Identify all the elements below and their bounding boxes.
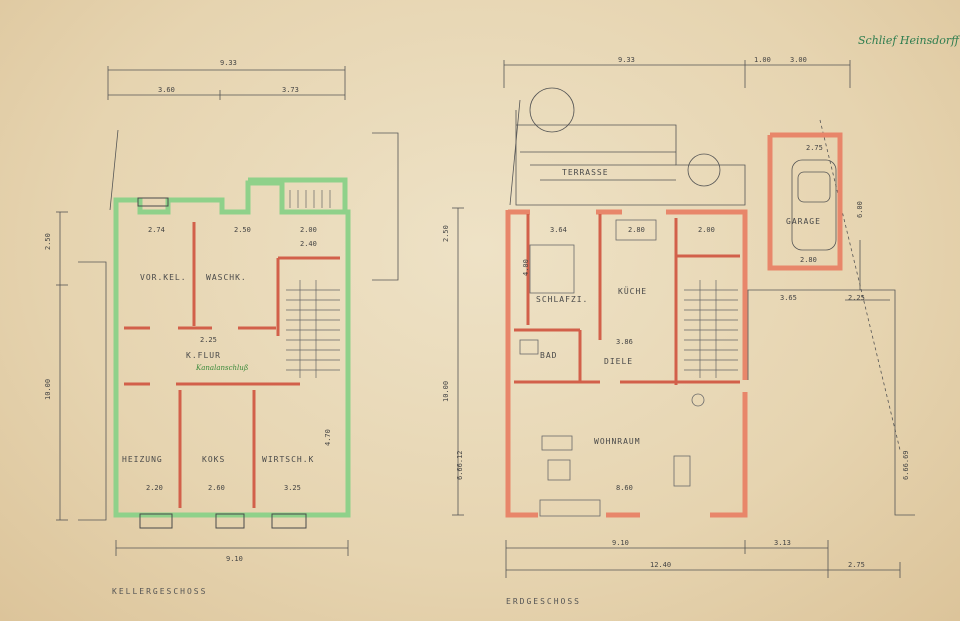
room-koks: KOKS [202, 455, 225, 464]
room-waschk: WASCHK. [206, 273, 247, 282]
dim-e-left-total: 10.00 [442, 381, 450, 402]
dim-k-top-a: 3.60 [158, 86, 175, 94]
dim-e-schlaf-w: 3.64 [550, 226, 567, 234]
room-kueche: KÜCHE [618, 286, 647, 296]
dim-k-room-w4: 2.40 [300, 240, 317, 248]
room-vor-kel: VOR.KEL. [140, 273, 187, 282]
dim-e-bottom-c: 2.75 [848, 561, 865, 569]
dim-k-flur-w: 2.25 [200, 336, 217, 344]
dim-k-top-b: 3.73 [282, 86, 299, 94]
kellergeschoss-windows [137, 197, 307, 529]
signature: Schlief Heinsdorff [858, 34, 960, 47]
room-garage: GARAGE [786, 217, 821, 226]
dim-e-bottom-a: 9.10 [612, 539, 629, 547]
kellergeschoss-plan [56, 66, 399, 556]
kellergeschoss-stairs [286, 190, 340, 378]
dim-e-right-a: 3.65 [780, 294, 797, 302]
dim-e-wohn-w: 8.60 [616, 484, 633, 492]
erdgeschoss-walls [505, 132, 843, 518]
dim-e-kueche-w: 2.80 [628, 226, 645, 234]
dim-k-left-total: 10.00 [44, 379, 52, 400]
title-erdgeschoss: ERDGESCHOSS [506, 597, 581, 606]
dim-e-left-side: 6.66.12 [456, 450, 464, 480]
title-kellergeschoss: KELLERGESCHOSS [112, 587, 207, 596]
erdgeschoss-furniture [519, 219, 705, 517]
room-wohnraum: WOHNRAUM [594, 437, 641, 446]
dim-k-bottom-w2: 2.60 [208, 484, 225, 492]
erdgeschoss-stairs [684, 280, 738, 378]
room-terrasse: TERRASSE [562, 168, 609, 177]
room-bad: BAD [540, 351, 557, 360]
dim-e-right-b: 2.25 [848, 294, 865, 302]
dim-e-top-b: 3.00 [790, 56, 807, 64]
dim-k-right-h: 4.70 [324, 429, 332, 446]
dim-e-garage-w2: 2.80 [800, 256, 817, 264]
dim-k-bottom-total: 9.10 [226, 555, 243, 563]
dim-e-schlaf-h: 4.00 [522, 259, 530, 276]
dim-e-diele-w: 3.86 [616, 338, 633, 346]
room-diele: DIELE [604, 357, 633, 366]
dim-k-top-total: 9.33 [220, 59, 237, 67]
erdgeschoss-interior [514, 214, 740, 385]
dim-e-right-side: 6.66.69 [902, 450, 910, 480]
dim-e-bottom-total: 12.40 [650, 561, 671, 569]
dim-e-flur-w: 2.00 [698, 226, 715, 234]
dim-k-room-w2: 2.50 [234, 226, 251, 234]
dim-e-garage-h: 6.00 [856, 201, 864, 218]
room-heizung: HEIZUNG [122, 455, 163, 464]
erdgeschoss-plan [452, 60, 915, 578]
note-kanal: Kanalanschluß [195, 364, 249, 372]
kellergeschoss-interior [124, 222, 340, 508]
dim-k-room-w1: 2.74 [148, 226, 165, 234]
dim-k-left-upper: 2.50 [44, 233, 52, 250]
dim-e-top-a: 1.00 [754, 56, 771, 64]
dim-e-top-total: 9.33 [618, 56, 635, 64]
room-wirtsch-k: WIRTSCH.K [262, 455, 314, 464]
dim-k-bottom-w3: 3.25 [284, 484, 301, 492]
dim-k-bottom-w1: 2.20 [146, 484, 163, 492]
dim-e-left-upper: 2.50 [442, 225, 450, 242]
room-schlafzi: SCHLAFZI. [536, 295, 588, 304]
dim-e-garage-w: 2.75 [806, 144, 823, 152]
room-k-flur: K.FLUR [186, 351, 221, 360]
dim-k-room-w3: 2.00 [300, 226, 317, 234]
dim-e-bottom-b: 3.13 [774, 539, 791, 547]
